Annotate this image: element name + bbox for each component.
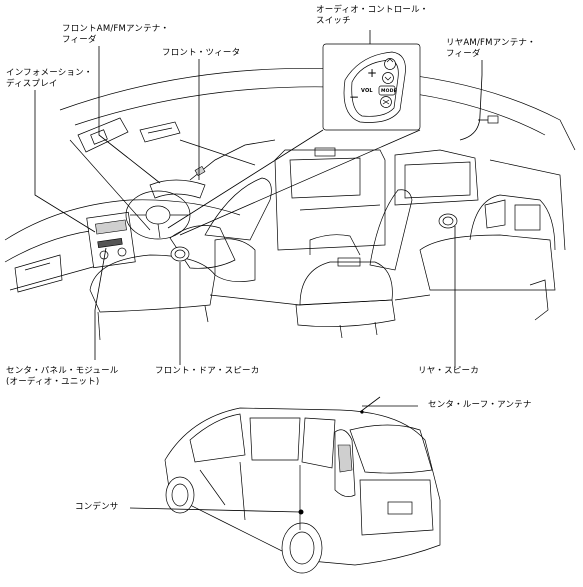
label-front-am-fm-antenna-line2: フィーダ [62,35,97,45]
label-front-am-fm-antenna: フロントAM/FMアンテナ・ フィーダ [62,24,169,46]
label-front-am-fm-antenna-line1: フロントAM/FMアンテナ・ [62,24,170,34]
vehicle-exterior-drawing [164,396,441,574]
switch-mode-text: MODE [381,89,397,94]
label-audio-control-switch-line2: スイッチ [316,16,351,26]
label-front-tweeter: フロント・ツィータ [162,48,241,58]
label-information-display: インフォメーション・ ディスプレイ [6,68,93,90]
label-rear-speaker: リヤ・スピーカ [418,366,479,376]
label-center-panel-module: センタ・パネル・モジュール (オーディオ・ユニット) [6,366,119,388]
label-information-display-line2: ディスプレイ [6,79,58,89]
svg-text:+: + [367,66,377,80]
label-audio-control-switch: オーディオ・コントロール・ スイッチ [316,5,429,27]
label-center-roof-antenna: センタ・ルーフ・アンテナ [428,400,532,410]
leader-lines [34,30,483,513]
label-condenser: コンデンサ [75,502,119,512]
svg-text:−: − [349,90,359,104]
label-rear-am-fm-antenna-line2: フィーダ [446,49,481,59]
label-information-display-line1: インフォメーション・ [6,68,93,78]
audio-control-switch-callout: + − [167,43,421,236]
vehicle-interior-drawing [4,67,576,341]
label-audio-control-switch-line1: オーディオ・コントロール・ [316,5,429,15]
label-center-panel-module-line1: センタ・パネル・モジュール [6,366,119,376]
label-rear-am-fm-antenna: リヤAM/FMアンテナ・ フィーダ [446,38,536,60]
label-front-door-speaker: フロント・ドア・スピーカ [155,366,260,376]
label-center-panel-module-line2: (オーディオ・ユニット) [6,377,100,387]
switch-vol-text: VOL [361,88,373,94]
label-rear-am-fm-antenna-line1: リヤAM/FMアンテナ・ [446,38,536,48]
